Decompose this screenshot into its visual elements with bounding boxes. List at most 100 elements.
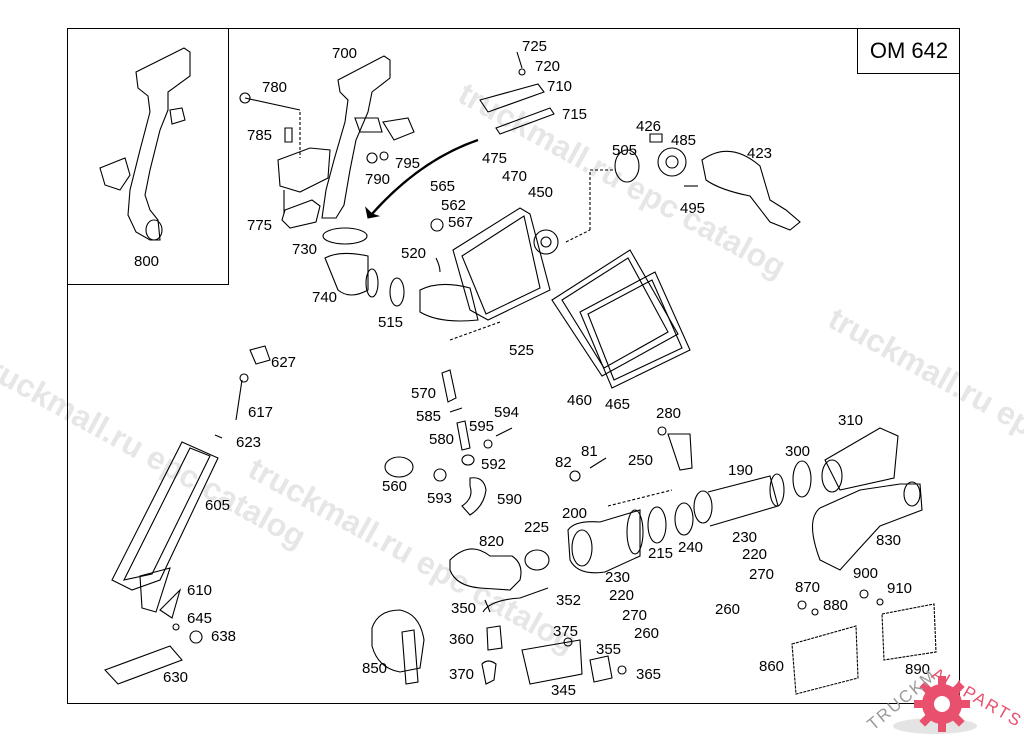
part-label-475[interactable]: 475 [482, 150, 508, 167]
part-label-365[interactable]: 365 [636, 666, 662, 683]
part-label-594[interactable]: 594 [494, 404, 520, 421]
part-label-485[interactable]: 485 [671, 132, 697, 149]
part-label-300[interactable]: 300 [785, 443, 811, 460]
part-label-790[interactable]: 790 [365, 171, 391, 188]
part-label-795[interactable]: 795 [395, 155, 421, 172]
part-label-352[interactable]: 352 [556, 592, 582, 609]
part-label-592[interactable]: 592 [481, 456, 507, 473]
part-label-505[interactable]: 505 [612, 142, 638, 159]
part-label-562[interactable]: 562 [441, 197, 467, 214]
part-label-515[interactable]: 515 [378, 314, 404, 331]
part-label-850[interactable]: 850 [362, 660, 388, 677]
part-label-260-lower[interactable]: 260 [634, 625, 660, 642]
part-label-780[interactable]: 780 [262, 79, 288, 96]
part-label-230-lower[interactable]: 230 [605, 569, 631, 586]
part-label-638[interactable]: 638 [211, 628, 237, 645]
part-label-240[interactable]: 240 [678, 539, 704, 556]
part-label-280[interactable]: 280 [656, 405, 682, 422]
part-label-785[interactable]: 785 [247, 127, 273, 144]
part-label-260[interactable]: 260 [715, 601, 741, 618]
part-710-drawing [479, 51, 555, 135]
part-label-870[interactable]: 870 [795, 579, 821, 596]
part-label-525[interactable]: 525 [509, 342, 535, 359]
part-label-355[interactable]: 355 [596, 641, 622, 658]
part-label-617[interactable]: 617 [248, 404, 274, 421]
part-label-610[interactable]: 610 [187, 582, 213, 599]
part-label-630[interactable]: 630 [163, 669, 189, 686]
part-label-605[interactable]: 605 [205, 497, 231, 514]
part-label-910[interactable]: 910 [887, 580, 913, 597]
inset-panel [67, 28, 229, 285]
part-label-830[interactable]: 830 [876, 532, 902, 549]
part-740-drawing [322, 227, 405, 307]
part-label-775[interactable]: 775 [247, 217, 273, 234]
part-label-270-lower[interactable]: 270 [622, 607, 648, 624]
part-label-375[interactable]: 375 [553, 623, 579, 640]
part-label-225[interactable]: 225 [524, 519, 550, 536]
part-label-220-lower[interactable]: 220 [609, 587, 635, 604]
part-label-645[interactable]: 645 [187, 610, 213, 627]
part-81-drawing [569, 457, 607, 482]
part-label-580[interactable]: 580 [429, 431, 455, 448]
diagram-frame [67, 28, 960, 704]
part-label-495[interactable]: 495 [680, 200, 706, 217]
part-label-595[interactable]: 595 [469, 418, 495, 435]
part-label-460[interactable]: 460 [567, 392, 593, 409]
part-label-590[interactable]: 590 [497, 491, 523, 508]
part-label-520[interactable]: 520 [401, 245, 427, 262]
part-460-drawing [551, 249, 691, 389]
part-label-360[interactable]: 360 [449, 631, 475, 648]
part-label-720[interactable]: 720 [535, 58, 561, 75]
part-label-230[interactable]: 230 [732, 529, 758, 546]
part-label-345[interactable]: 345 [551, 682, 577, 699]
part-label-450[interactable]: 450 [528, 184, 554, 201]
part-label-250[interactable]: 250 [628, 452, 654, 469]
part-label-860[interactable]: 860 [759, 658, 785, 675]
part-label-560[interactable]: 560 [382, 478, 408, 495]
part-label-715[interactable]: 715 [562, 106, 588, 123]
part-850-drawing [371, 609, 425, 685]
part-label-190[interactable]: 190 [728, 462, 754, 479]
part-label-623[interactable]: 623 [236, 434, 262, 451]
part-450-drawing [419, 207, 559, 322]
part-label-900[interactable]: 900 [853, 565, 879, 582]
direction-arrow [371, 138, 479, 215]
part-label-350[interactable]: 350 [451, 600, 477, 617]
part-label-220[interactable]: 220 [742, 546, 768, 563]
part-label-627[interactable]: 627 [271, 354, 297, 371]
part-775-drawing [239, 92, 331, 229]
part-800-drawing [99, 47, 191, 241]
part-190-drawing [567, 426, 923, 574]
part-580-drawing [384, 321, 513, 516]
part-label-270[interactable]: 270 [749, 566, 775, 583]
part-label-820[interactable]: 820 [479, 533, 505, 550]
part-label-215[interactable]: 215 [648, 545, 674, 562]
part-label-81[interactable]: 81 [581, 443, 598, 460]
part-label-470[interactable]: 470 [502, 168, 528, 185]
part-423-drawing [565, 133, 801, 243]
part-label-730[interactable]: 730 [292, 241, 318, 258]
part-label-700[interactable]: 700 [332, 45, 358, 62]
part-label-800[interactable]: 800 [134, 253, 160, 270]
part-label-82[interactable]: 82 [555, 454, 572, 471]
part-label-725[interactable]: 725 [522, 38, 548, 55]
part-label-565[interactable]: 565 [430, 178, 456, 195]
part-label-710[interactable]: 710 [547, 78, 573, 95]
gear-icon [893, 676, 977, 734]
part-label-426[interactable]: 426 [636, 118, 662, 135]
part-label-593[interactable]: 593 [427, 490, 453, 507]
part-label-880[interactable]: 880 [823, 597, 849, 614]
part-label-423[interactable]: 423 [747, 145, 773, 162]
part-label-370[interactable]: 370 [449, 666, 475, 683]
part-label-200[interactable]: 200 [562, 505, 588, 522]
part-label-585[interactable]: 585 [416, 408, 442, 425]
part-label-465[interactable]: 465 [605, 396, 631, 413]
arrow-head [365, 206, 381, 219]
part-label-567[interactable]: 567 [448, 214, 474, 231]
part-label-570[interactable]: 570 [411, 385, 437, 402]
part-label-740[interactable]: 740 [312, 289, 338, 306]
part-label-310[interactable]: 310 [838, 412, 864, 429]
part-label-890[interactable]: 890 [905, 661, 931, 678]
